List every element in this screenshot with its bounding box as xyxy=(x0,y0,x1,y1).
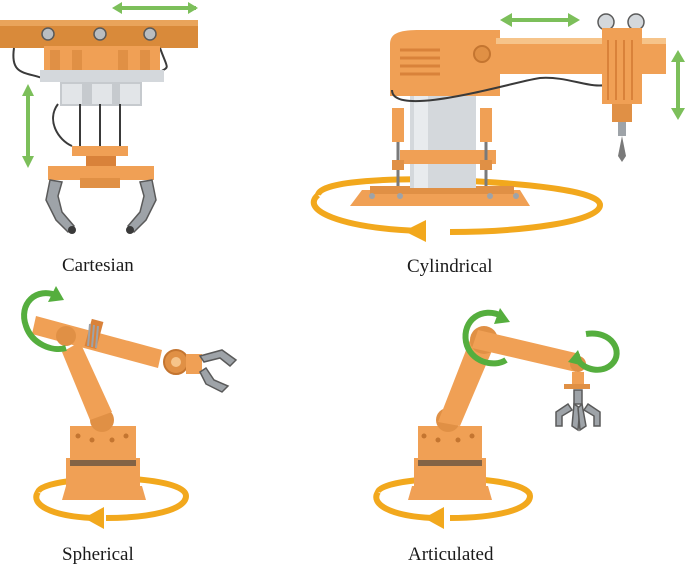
vertical-motion-arrow-icon xyxy=(22,84,34,168)
articulated-wrist-rotation-arrow-icon xyxy=(568,330,620,373)
articulated-base-rotation-arrow-icon xyxy=(373,474,534,529)
drill-icon xyxy=(597,13,645,162)
articulated-robot xyxy=(373,308,620,529)
spherical-gripper-icon xyxy=(198,349,238,393)
articulated-upper-arm xyxy=(472,330,580,372)
spherical-robot xyxy=(21,286,238,529)
cartesian-rollers xyxy=(41,27,157,41)
caption-cartesian: Cartesian xyxy=(62,255,134,276)
spherical-rotation-arrow-icon xyxy=(21,286,67,352)
horizontal-motion-arrow-icon xyxy=(112,2,198,14)
cartesian-gripper-icon xyxy=(45,146,157,234)
spherical-lower-arm xyxy=(62,342,112,420)
cylindrical-vertical-arrow-icon xyxy=(671,50,685,120)
cartesian-robot xyxy=(0,2,198,234)
articulated-gripper-icon xyxy=(555,389,601,432)
articulated-shoulder-rotation-arrow-icon xyxy=(462,308,510,367)
caption-articulated: Articulated xyxy=(408,544,494,565)
base-rotation-arrow-icon xyxy=(310,176,604,242)
cylindrical-housing xyxy=(390,30,500,96)
caption-spherical: Spherical xyxy=(62,544,134,565)
cylindrical-horizontal-arrow-icon xyxy=(500,13,580,27)
cylindrical-robot xyxy=(310,13,685,242)
caption-cylindrical: Cylindrical xyxy=(407,256,493,277)
